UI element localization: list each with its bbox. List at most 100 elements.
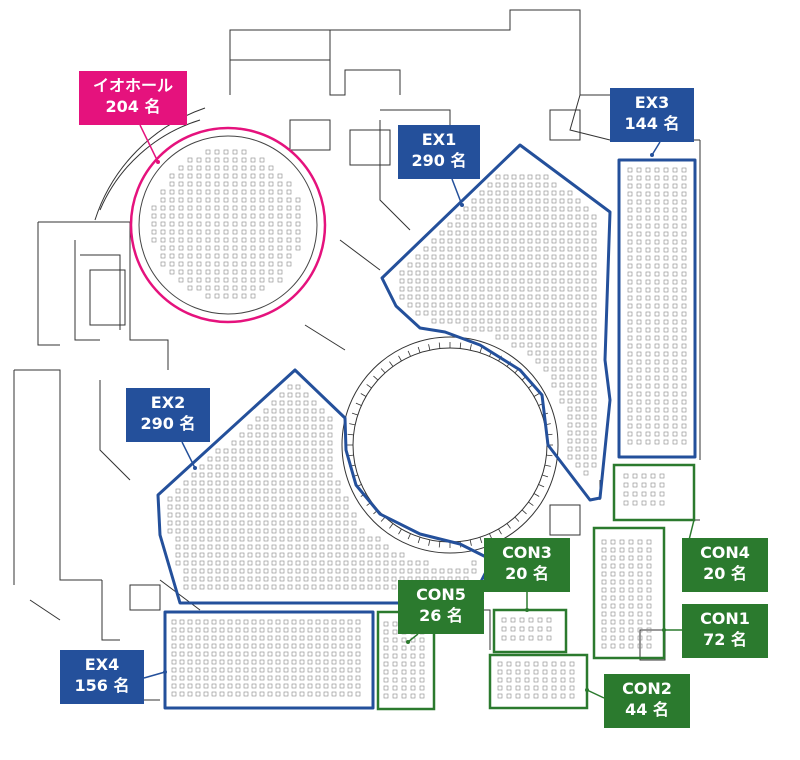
seat <box>339 667 345 673</box>
seat <box>672 399 678 405</box>
seat <box>287 504 293 510</box>
rotunda-tick <box>546 454 553 457</box>
seat <box>327 568 333 574</box>
seat <box>535 206 541 212</box>
seat <box>250 221 256 227</box>
seat <box>169 173 175 179</box>
seat <box>291 651 297 657</box>
seat <box>343 504 349 510</box>
seat <box>641 491 647 497</box>
seat <box>535 246 541 252</box>
seat <box>223 237 229 243</box>
seat <box>268 213 274 219</box>
seat <box>250 181 256 187</box>
seat <box>171 627 177 633</box>
seat <box>543 278 549 284</box>
seat <box>524 685 530 691</box>
con4-capacity: 20 名 <box>703 564 747 583</box>
seat <box>251 619 257 625</box>
seat <box>335 576 341 582</box>
seat <box>331 651 337 657</box>
seat <box>169 189 175 195</box>
rotunda-tick <box>469 539 472 546</box>
seat <box>343 512 349 518</box>
seat <box>223 245 229 251</box>
rotunda-tick <box>428 344 431 351</box>
seat <box>560 693 566 699</box>
seat <box>610 547 616 553</box>
seat <box>232 197 238 203</box>
seat <box>537 635 543 641</box>
seat <box>503 270 509 276</box>
seat <box>323 635 329 641</box>
seat <box>255 544 261 550</box>
ex3-name: EX3 <box>634 93 670 112</box>
seat <box>646 595 652 601</box>
seat <box>479 302 485 308</box>
seat <box>241 261 247 267</box>
seat <box>331 675 337 681</box>
seat <box>223 197 229 203</box>
seat <box>537 617 543 623</box>
seat <box>503 318 509 324</box>
seat <box>672 207 678 213</box>
seat <box>195 667 201 673</box>
seat <box>583 374 589 380</box>
con4-name: CON4 <box>700 543 750 562</box>
seat <box>519 238 525 244</box>
seat <box>191 480 197 486</box>
seat <box>259 675 265 681</box>
seat <box>479 190 485 196</box>
seat <box>295 205 301 211</box>
seat <box>503 254 509 260</box>
seat <box>383 653 389 659</box>
seat <box>636 383 642 389</box>
seat <box>255 552 261 558</box>
seat <box>223 464 229 470</box>
seat <box>627 295 633 301</box>
seat <box>567 270 573 276</box>
seat <box>232 285 238 291</box>
seat <box>535 214 541 220</box>
seat <box>471 294 477 300</box>
seat <box>259 269 265 275</box>
seat <box>637 579 643 585</box>
seat <box>263 504 269 510</box>
seat <box>268 237 274 243</box>
seat <box>567 222 573 228</box>
seat <box>463 302 469 308</box>
seat <box>195 643 201 649</box>
seat <box>479 294 485 300</box>
seat <box>231 560 237 566</box>
ex1-outline <box>380 143 612 502</box>
seat <box>663 191 669 197</box>
seat <box>495 238 501 244</box>
seat <box>646 643 652 649</box>
seat <box>295 416 301 422</box>
seat <box>207 456 213 462</box>
seat <box>681 327 687 333</box>
seat <box>268 245 274 251</box>
seat <box>160 221 166 227</box>
rotunda-tick <box>398 355 402 362</box>
seat <box>392 677 398 683</box>
seat <box>331 643 337 649</box>
seat <box>567 302 573 308</box>
seat <box>187 691 193 697</box>
seat <box>241 221 247 227</box>
seat <box>575 430 581 436</box>
seat <box>601 587 607 593</box>
seat <box>279 536 285 542</box>
seat <box>271 504 277 510</box>
seat <box>567 382 573 388</box>
seat <box>303 544 309 550</box>
seat <box>277 213 283 219</box>
seat <box>178 213 184 219</box>
seat <box>175 536 181 542</box>
seat <box>591 454 597 460</box>
seat <box>659 491 665 497</box>
seat <box>407 568 413 574</box>
seat <box>543 190 549 196</box>
seat <box>503 230 509 236</box>
con3-label: CON3 20 名 <box>484 538 570 592</box>
